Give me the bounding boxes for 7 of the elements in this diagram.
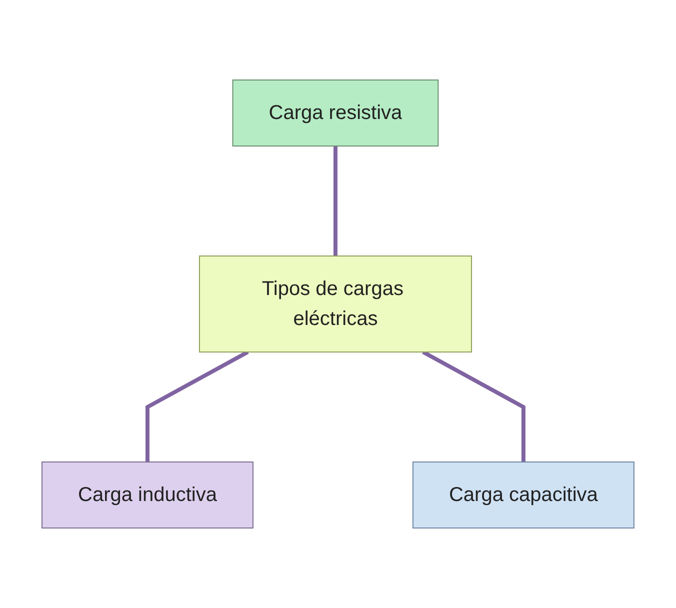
node-box: Carga resistiva xyxy=(232,80,439,146)
connector xyxy=(146,350,249,462)
node-box: Carga inductiva xyxy=(42,462,254,528)
connector xyxy=(334,146,338,256)
connector xyxy=(422,350,526,462)
node-box: Carga capacitiva xyxy=(412,462,634,528)
node-box: Tipos de cargas eléctricas xyxy=(199,256,472,352)
